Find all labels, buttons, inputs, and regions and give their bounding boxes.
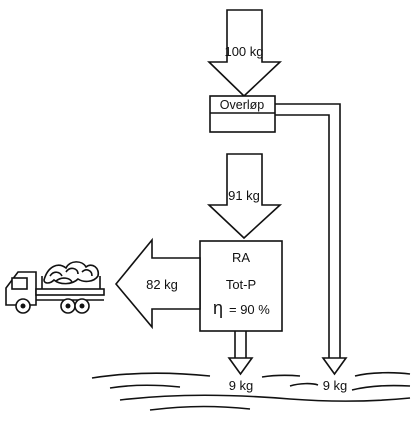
plant-discharge-arrowhead: [229, 358, 252, 374]
sludge-label: 82 kg: [146, 277, 178, 292]
bypass-pipe-outer: [275, 104, 340, 358]
plant-discharge-label: 9 kg: [229, 378, 254, 393]
plant-name: RA: [232, 250, 250, 265]
bypass-pipe-inner: [275, 115, 329, 358]
sludge-truck-icon: [6, 262, 104, 313]
efficiency-symbol: η: [213, 298, 223, 318]
efficiency-value: = 90 %: [229, 302, 270, 317]
bypass-arrowhead: [323, 358, 346, 374]
overflow-label: Overløp: [220, 98, 265, 112]
overflow-discharge-label: 9 kg: [323, 378, 348, 393]
plant-parameter: Tot-P: [226, 277, 256, 292]
inflow-plant-label: 91 kg: [228, 188, 260, 203]
inflow-top-label: 100 kg: [224, 44, 263, 59]
